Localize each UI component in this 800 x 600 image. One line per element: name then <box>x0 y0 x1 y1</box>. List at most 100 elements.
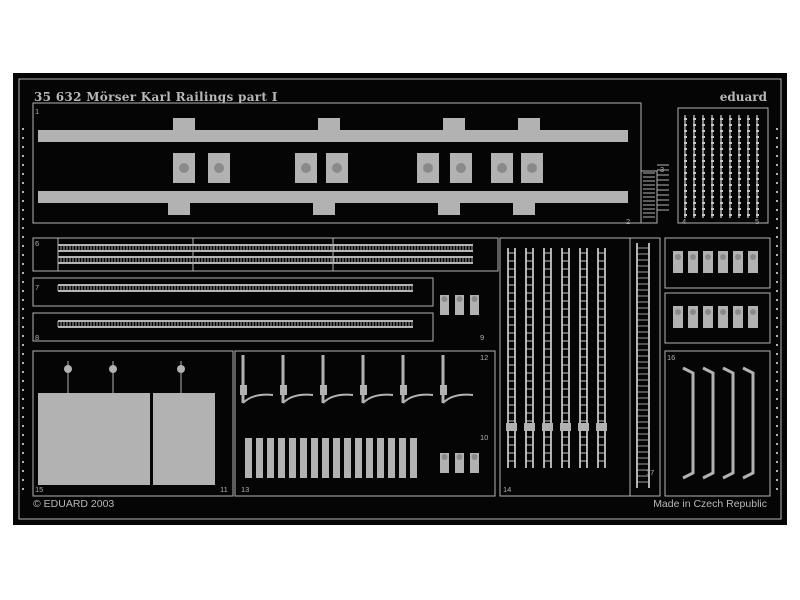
ladder-rung <box>747 196 750 198</box>
post <box>470 453 479 473</box>
frame-dot <box>22 164 24 166</box>
ladder-rung <box>711 160 714 162</box>
rail-lug <box>168 203 190 215</box>
frame-dot <box>22 200 24 202</box>
frame-dot <box>22 317 24 319</box>
frame-dot <box>776 326 778 328</box>
small-plate <box>344 438 351 478</box>
part-number-13: 13 <box>241 485 250 494</box>
ladder-rung <box>729 190 732 192</box>
ladder-rung <box>747 190 750 192</box>
frame-dot <box>776 128 778 130</box>
ladder-rung <box>729 208 732 210</box>
plate-knob <box>109 365 117 373</box>
ladder-rung <box>747 214 750 216</box>
ladder-rung <box>693 184 696 186</box>
frame-dot <box>776 425 778 427</box>
ladder-rung <box>738 190 741 192</box>
frame-dot <box>776 164 778 166</box>
ladder-rung <box>729 172 732 174</box>
part-number-17: 17 <box>646 468 655 477</box>
frame-dot <box>776 299 778 301</box>
plate-large <box>38 393 150 485</box>
frame-dot <box>22 272 24 274</box>
ladder-rung <box>702 142 705 144</box>
ladder-rung <box>711 190 714 192</box>
clamp-hole <box>527 163 537 173</box>
ladder-rung <box>693 196 696 198</box>
ladder-rung <box>738 130 741 132</box>
ladder-rung <box>720 202 723 204</box>
frame-dot <box>22 227 24 229</box>
small-plate <box>366 438 373 478</box>
ladder-rung <box>738 196 741 198</box>
ladder-rung <box>756 130 759 132</box>
part-number-3: 3 <box>660 165 665 174</box>
clamp-hole <box>179 163 189 173</box>
ladder-rung <box>729 136 732 138</box>
ladder-rung <box>693 130 696 132</box>
part-number-15: 15 <box>35 485 44 494</box>
ladder-rung <box>702 172 705 174</box>
ladder-rung <box>720 172 723 174</box>
ladder-rung <box>747 136 750 138</box>
frame-dot <box>776 380 778 382</box>
small-plate <box>245 438 252 478</box>
ladder-rung <box>738 118 741 120</box>
ladder-rung <box>684 118 687 120</box>
plate-small <box>153 393 215 485</box>
rail-lower <box>38 191 628 203</box>
small-plate <box>311 438 318 478</box>
ladder-rung <box>720 208 723 210</box>
frame-dot <box>776 173 778 175</box>
stanchion-hole <box>750 309 756 315</box>
ladder-rung <box>720 118 723 120</box>
small-plate <box>267 438 274 478</box>
ladder-rung <box>693 124 696 126</box>
frame-dot <box>776 335 778 337</box>
frame-dot <box>22 308 24 310</box>
ladder-rung <box>702 154 705 156</box>
ladder-rung <box>738 202 741 204</box>
ladder-rung <box>756 190 759 192</box>
rod-clip <box>596 423 607 431</box>
bracket-clip <box>240 385 247 395</box>
ladder-rung <box>738 172 741 174</box>
ladder-rung <box>756 208 759 210</box>
ladder-rung <box>747 202 750 204</box>
rod-clip <box>560 423 571 431</box>
ladder-rung <box>693 172 696 174</box>
ladder-rung <box>756 142 759 144</box>
frame-dot <box>776 200 778 202</box>
stanchion <box>748 306 758 328</box>
bracket-arm <box>442 393 474 404</box>
ladder-rung <box>711 208 714 210</box>
ladder-rung <box>756 214 759 216</box>
ladder-rung <box>711 172 714 174</box>
rail-16 <box>742 366 755 480</box>
ladder-rung <box>729 148 732 150</box>
frame-dot <box>776 362 778 364</box>
ladder-rung <box>684 208 687 210</box>
ladder-rung <box>684 196 687 198</box>
ladder-rung <box>720 142 723 144</box>
ladder-rung <box>720 148 723 150</box>
frame-dot <box>22 128 24 130</box>
frame-dot <box>22 380 24 382</box>
ladder-rung <box>729 124 732 126</box>
ladder-rung <box>702 160 705 162</box>
ladder-rung <box>693 178 696 180</box>
bracket-clip <box>280 385 287 395</box>
ladder-rung <box>684 136 687 138</box>
ladder-rung <box>711 214 714 216</box>
rail-lug <box>513 203 535 215</box>
rail-upper <box>38 130 628 142</box>
post <box>455 295 464 315</box>
clamp-hole <box>423 163 433 173</box>
ladder-rung <box>729 160 732 162</box>
stanchion-hole <box>675 309 681 315</box>
ladder-rung <box>729 130 732 132</box>
frame-dot <box>22 281 24 283</box>
frame-dot <box>22 254 24 256</box>
stanchion-hole <box>690 254 696 260</box>
